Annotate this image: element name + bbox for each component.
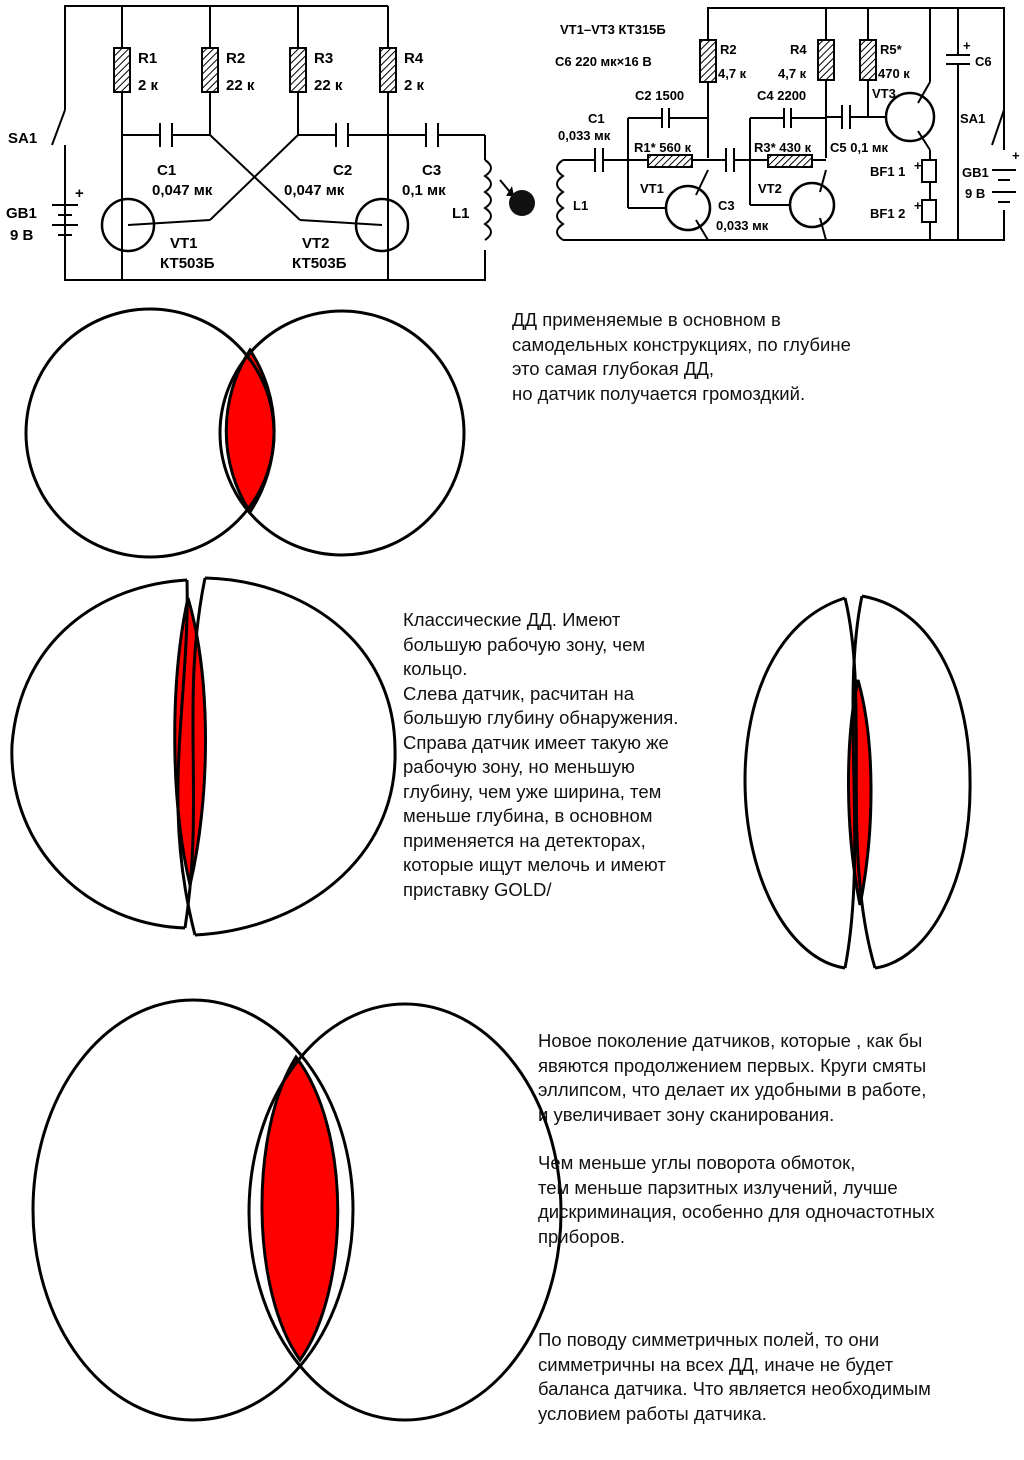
schematic-receiver: VT1–VT3 КТ315Б C6 220 мк×16 В R2 4,7 к R… (555, 7, 1020, 241)
label-vt3-rx: VT3 (872, 86, 896, 101)
section-symmetry-text: По поводу симметричных полей, то они сим… (538, 1329, 931, 1424)
label-r4-rx: R4 (790, 42, 807, 57)
label-c1-value: 0,047 мк (152, 182, 213, 199)
dd-elliptical-figure (31, 998, 563, 1422)
resistor-r2-rx (699, 39, 717, 83)
transistor-vt1-rx (664, 184, 712, 232)
dd-classic-wide-figure (10, 576, 397, 937)
label-c3-rx-value: 0,033 мк (716, 218, 769, 233)
label-c1: C1 (157, 162, 176, 179)
label-r4: R4 (404, 50, 424, 67)
label-r2: R2 (226, 50, 245, 67)
earphone-bf1-2 (921, 199, 937, 223)
resistor-r5-rx (859, 39, 877, 81)
label-c6-spec: C6 220 мк×16 В (555, 54, 652, 69)
dd-classic-narrow-figure (743, 594, 972, 970)
label-sa1-rx: SA1 (960, 111, 985, 126)
label-r1: R1 (138, 50, 157, 67)
label-gb1-value: 9 В (10, 227, 34, 244)
metal-target-dot (509, 190, 535, 216)
label-gb1: GB1 (6, 205, 37, 222)
label-vt2-rx: VT2 (758, 181, 782, 196)
label-c2-rx: C2 1500 (635, 88, 684, 103)
label-c5-rx: C5 0,1 мк (830, 140, 889, 155)
label-gb1-rx-value: 9 В (965, 186, 985, 201)
label-vt1-rx: VT1 (640, 181, 664, 196)
coil-ellipse-right (247, 1002, 563, 1422)
overlap-region-4 (260, 1054, 340, 1363)
label-r4-value: 2 к (404, 77, 425, 94)
section-classic-dd-description: Классические ДД. Имеют большую рабочую з… (403, 608, 733, 902)
dd-circles-figure (24, 307, 466, 559)
label-r2-rx-value: 4,7 к (718, 66, 747, 81)
coil-circle-left (24, 307, 276, 559)
label-r4-rx-value: 4,7 к (778, 66, 807, 81)
section-ring-dd-text: ДД применяемые в основном в самодельных … (512, 309, 851, 404)
section-ring-dd-description: ДД применяемые в основном в самодельных … (512, 308, 932, 406)
resistor-r1 (113, 47, 131, 93)
resistor-r4 (379, 47, 397, 93)
coil-d-left (10, 578, 188, 930)
label-c1-rx: C1 (588, 111, 605, 126)
label-c2-value: 0,047 мк (284, 182, 345, 199)
label-r5-rx-value: 470 к (878, 66, 910, 81)
earphone-bf1-1 (921, 159, 937, 183)
section-elliptical-dd-text-b: Чем меньше углы поворота обмоток, тем ме… (538, 1152, 935, 1247)
label-r2-rx: R2 (720, 42, 737, 57)
resistor-r2 (201, 47, 219, 93)
label-l1-rx: L1 (573, 198, 588, 213)
coil-narrow-right (861, 594, 972, 970)
switch-sa1 (51, 109, 66, 146)
label-vt2-type: КТ503Б (292, 255, 347, 272)
label-r5-rx: R5* (880, 42, 903, 57)
transistor-vt2-rx (788, 181, 836, 229)
label-r1-rx: R1* 560 к (634, 140, 692, 155)
transistor-vt3-rx (884, 91, 936, 143)
label-c2: C2 (333, 162, 352, 179)
label-vt1-type: КТ503Б (160, 255, 215, 272)
resistor-r3-rx (767, 154, 813, 168)
label-vt1: VT1 (170, 235, 198, 252)
resistor-r1-rx (647, 154, 693, 168)
label-r1-value: 2 к (138, 77, 159, 94)
label-c3: C3 (422, 162, 441, 179)
label-bf1-1: BF1 1 (870, 164, 905, 179)
label-c1-rx-value: 0,033 мк (558, 128, 611, 143)
coil-d-right (194, 576, 397, 937)
section-elliptical-dd-description: Новое поколение датчиков, которые , как … (538, 1029, 1018, 1249)
label-r3: R3 (314, 50, 333, 67)
coil-circle-right (218, 309, 466, 557)
coil-ellipse-left (31, 998, 355, 1422)
label-bf1-plus-1: + (914, 158, 922, 173)
label-rx-title: VT1–VT3 КТ315Б (560, 22, 666, 37)
transistor-vt2 (299, 195, 410, 280)
label-c3-value: 0,1 мк (402, 182, 446, 199)
label-c3-rx: C3 (718, 198, 735, 213)
transistor-vt1 (100, 195, 211, 280)
schematic-transmitter: SA1 + GB1 9 В R1 2 к R2 22 к R3 22 к R4 … (6, 5, 535, 281)
section-elliptical-dd-text-a: Новое поколение датчиков, которые , как … (538, 1030, 927, 1125)
label-c6-plus: + (963, 38, 971, 53)
label-sa1: SA1 (8, 130, 37, 147)
label-gb1-rx-plus: + (1012, 148, 1020, 163)
label-c6: C6 (975, 54, 992, 69)
label-bf1-plus-2: + (914, 198, 922, 213)
label-vt2: VT2 (302, 235, 330, 252)
battery-gb1 (52, 170, 78, 250)
resistor-r3 (289, 47, 307, 93)
label-gb1-rx: GB1 (962, 165, 989, 180)
label-r3-rx: R3* 430 к (754, 140, 812, 155)
resistor-r4-rx (817, 39, 835, 81)
section-symmetry-description: По поводу симметричных полей, то они сим… (538, 1328, 1018, 1426)
label-r3-value: 22 к (314, 77, 343, 94)
label-c4-rx: C4 2200 (757, 88, 806, 103)
label-bf1-2: BF1 2 (870, 206, 905, 221)
label-l1: L1 (452, 205, 470, 222)
label-r2-value: 22 к (226, 77, 255, 94)
coil-narrow-left (743, 596, 846, 970)
section-classic-dd-text: Классические ДД. Имеют большую рабочую з… (403, 609, 679, 900)
coil-l1 (483, 159, 492, 241)
label-plus: + (75, 185, 84, 202)
